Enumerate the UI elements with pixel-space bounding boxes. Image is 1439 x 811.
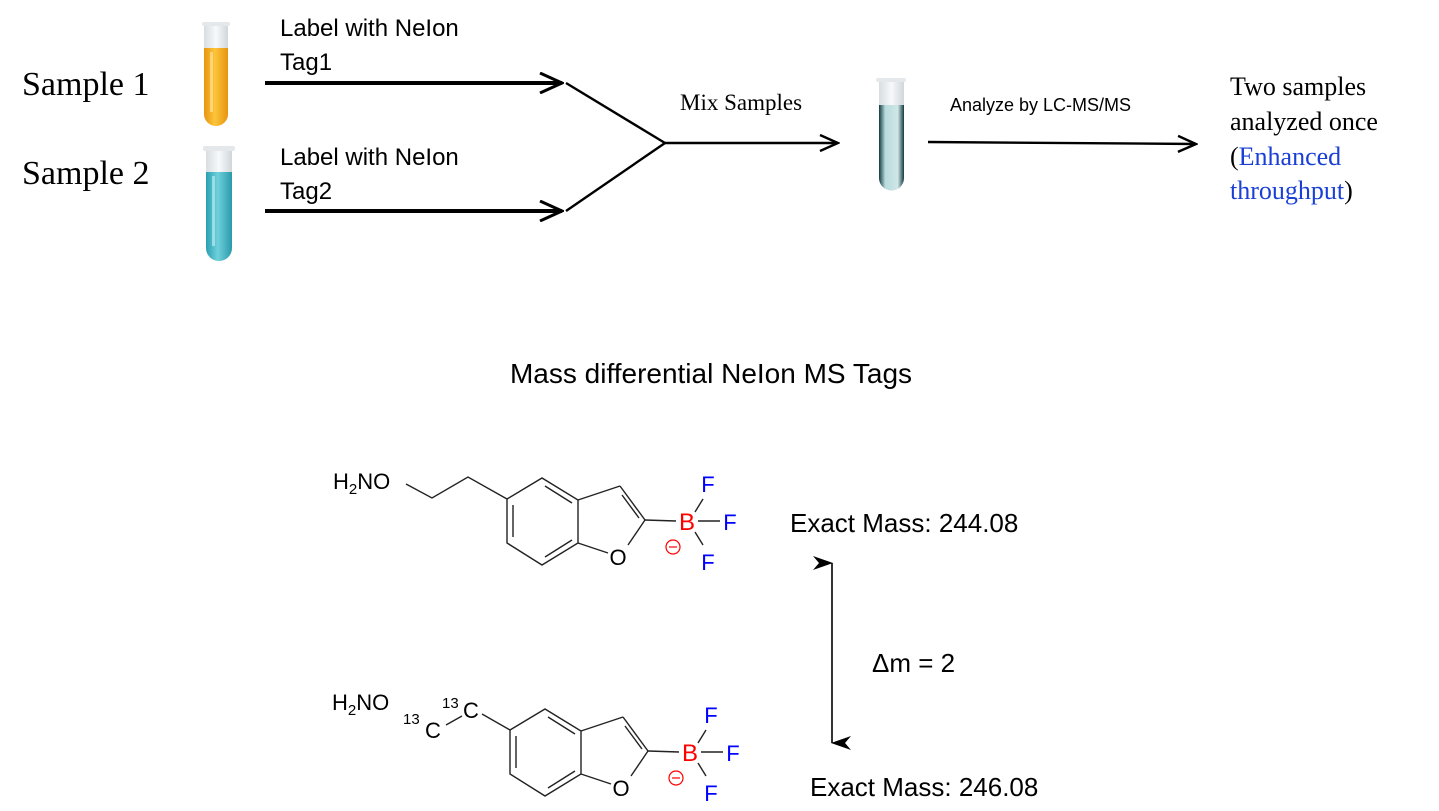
- mass-difference-label: Δm = 2: [872, 648, 955, 678]
- analyze-label: Analyze by LC-MS/MS: [950, 95, 1131, 115]
- svg-text:13: 13: [403, 711, 420, 728]
- svg-text:C: C: [463, 698, 479, 723]
- svg-text:O: O: [609, 545, 626, 570]
- svg-text:13: 13: [442, 695, 459, 712]
- svg-text:B: B: [682, 740, 698, 767]
- svg-text:F: F: [701, 550, 714, 575]
- result-line2: analyzed once: [1230, 107, 1378, 136]
- svg-text:F: F: [701, 472, 714, 497]
- analyze-arrow: [927, 142, 1196, 144]
- h2no-label: H2NO: [333, 469, 390, 498]
- result-line3: (Enhanced: [1230, 142, 1341, 171]
- tag2-label-line2: Tag2: [280, 178, 332, 205]
- tag2-label-line1: Label with NeIon: [280, 144, 459, 171]
- neion-tag1-structure: H2NO O B F F F: [333, 469, 737, 575]
- benzofuran-trifluoroborate-core: O B F F F: [506, 472, 737, 575]
- tag2-exact-mass: Exact Mass: 246.08: [810, 772, 1038, 802]
- result-line4: throughput): [1230, 176, 1353, 205]
- svg-text:F: F: [723, 510, 736, 535]
- svg-text:F: F: [726, 741, 739, 766]
- tag1-label-line1: Label with NeIon: [280, 15, 459, 42]
- sample-2-label: Sample 2: [22, 155, 149, 192]
- h2no-label: H2NO: [332, 690, 389, 719]
- svg-text:F: F: [704, 703, 717, 728]
- negative-charge-icon: [665, 539, 681, 555]
- merge-line-bottom: [565, 142, 666, 212]
- tag1-label-line2: Tag1: [280, 49, 332, 76]
- mix-samples-label: Mix Samples: [680, 90, 802, 115]
- svg-text:C: C: [425, 718, 441, 743]
- tags-title: Mass differential NeIon MS Tags: [510, 358, 912, 389]
- sample-1-test-tube-icon: [202, 22, 230, 126]
- svg-text:B: B: [679, 509, 695, 536]
- neion-tag2-structure: H2NO 13 C 13 C O B F F F: [332, 690, 740, 806]
- merge-line-top: [565, 81, 666, 145]
- svg-text:F: F: [704, 781, 717, 806]
- result-line1: Two samples: [1230, 72, 1366, 101]
- mixed-sample-test-tube-icon: [876, 78, 906, 191]
- tag1-exact-mass: Exact Mass: 244.08: [790, 508, 1018, 538]
- sample-1-label: Sample 1: [22, 66, 149, 103]
- svg-text:O: O: [612, 776, 629, 801]
- negative-charge-icon: [668, 770, 684, 786]
- sample-2-test-tube-icon: [203, 146, 235, 261]
